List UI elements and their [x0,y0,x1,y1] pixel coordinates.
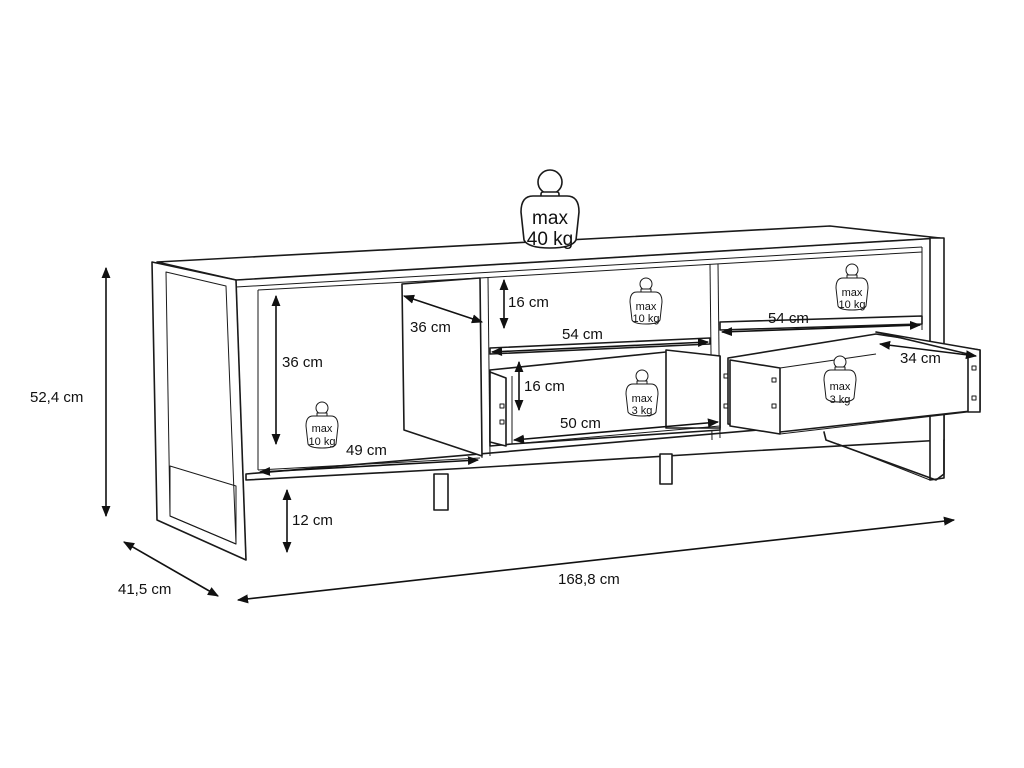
weight-mid-shelf-line1: max [636,301,657,313]
right-drawer-depth-arrow [878,340,978,360]
weight-icon-middle-drawer: max 3 kg [625,369,659,417]
weight-icon-right-shelf: max 10 kg [835,263,869,311]
weight-mid-shelf-line2: 10 kg [633,313,660,325]
weight-icon-top: max 40 kg [520,169,580,250]
left-depth-arrow [402,294,484,324]
weight-mid-drawer-line2: 3 kg [632,405,653,417]
label-height: 52,4 cm [30,389,83,406]
weight-icon-right-drawer: max 3 kg [823,355,857,406]
weight-right-shelf-line2: 10 kg [839,299,866,311]
label-depth: 41,5 cm [118,581,171,598]
right-sled [823,431,945,481]
leg-middle [659,453,673,485]
label-left-height: 36 cm [282,354,323,371]
weight-top-line2: 40 kg [527,229,573,250]
mid-shelf-arrow [490,337,710,357]
label-mid-drawer-width: 50 cm [560,415,601,432]
weight-mid-drawer-line1: max [632,393,653,405]
right-shelf-arrow [720,320,922,337]
dimension-lines [101,266,978,604]
label-leg: 12 cm [292,512,333,529]
weight-right-drawer-line2: 3 kg [830,394,851,406]
depth-arrow [123,541,219,597]
dimension-labels: 52,4 cm 41,5 cm 168,8 cm 12 cm 36 cm 36 … [30,294,941,598]
leg-left [433,473,449,511]
weight-icon-middle-shelf: max 10 kg [629,277,663,325]
mid-drawer-width-arrow [512,418,720,444]
label-left-depth: 36 cm [410,319,451,336]
label-mid-drawer-height: 16 cm [524,378,565,395]
width-arrow [236,516,956,604]
weight-top-line1: max [532,208,568,229]
weight-right-drawer-line1: max [830,381,851,393]
weight-left-line2: 10 kg [309,436,336,448]
label-left-bottom: 49 cm [346,442,387,459]
back-panel [257,251,923,291]
label-width: 168,8 cm [558,571,620,588]
left-divider [401,277,483,457]
left-bottom-arrow [258,456,480,476]
weight-icon-left-bottom: max 10 kg [305,401,339,449]
label-right-shelf: 54 cm [768,310,809,327]
label-mid-top-height: 16 cm [508,294,549,311]
label-right-drawer-depth: 34 cm [900,350,941,367]
weight-left-line1: max [312,423,333,435]
label-mid-shelf: 54 cm [562,326,603,343]
weight-right-shelf-line1: max [842,287,863,299]
